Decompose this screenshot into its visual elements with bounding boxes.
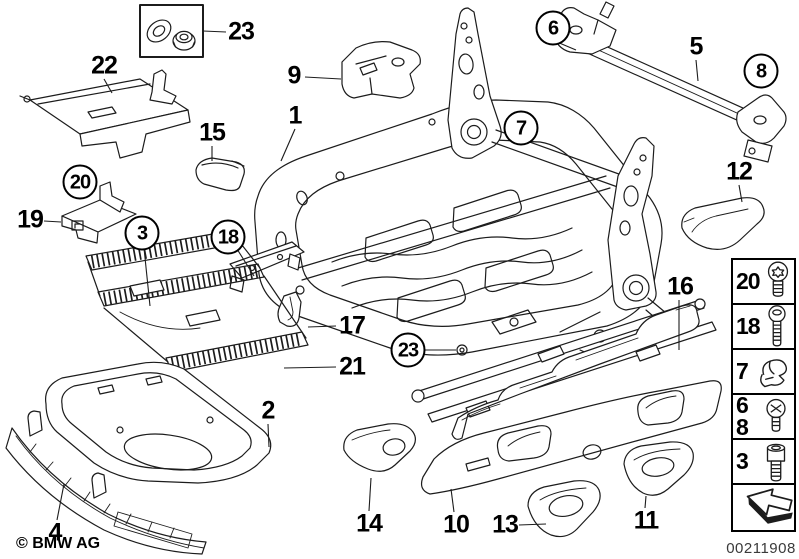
callout-22[interactable]: 22 <box>91 51 118 80</box>
callout-2[interactable]: 2 <box>261 396 276 425</box>
callout-circled-18[interactable]: 18 <box>210 219 246 255</box>
callout-16[interactable]: 16 <box>667 272 694 301</box>
leader-line-14 <box>368 477 372 512</box>
callout-23[interactable]: 23 <box>228 17 255 46</box>
sidebar-cell-labels: 18 <box>736 312 761 339</box>
part-4-front-trim <box>5 410 207 555</box>
sidebar-part-number: 18 <box>736 312 761 339</box>
callout-4[interactable]: 4 <box>48 518 63 547</box>
part-10-side-panel <box>420 380 722 495</box>
callout-21[interactable]: 21 <box>339 352 366 381</box>
leader-line-10 <box>450 488 455 513</box>
part-15-cap <box>195 157 245 192</box>
callout-15[interactable]: 15 <box>199 118 226 147</box>
leader-line-13 <box>518 523 547 526</box>
sidebar-part-number: 6 <box>736 392 749 419</box>
leader-line-2 <box>267 423 270 448</box>
sidebar-cell-labels: 20 <box>736 267 761 294</box>
part-2-seat-pan <box>44 361 272 484</box>
part-13-cover <box>527 480 601 538</box>
leader-line-22 <box>103 78 113 94</box>
callout-5[interactable]: 5 <box>689 32 704 61</box>
part-5-crossbar <box>553 1 787 163</box>
leader-line-23 <box>202 30 227 33</box>
part-14-cover <box>343 423 416 472</box>
callout-17[interactable]: 17 <box>339 311 366 340</box>
part-17-hook <box>277 291 302 327</box>
callout-13[interactable]: 13 <box>492 510 519 539</box>
callout-1[interactable]: 1 <box>288 101 303 130</box>
callout-19[interactable]: 19 <box>17 205 44 234</box>
leader-line-1 <box>280 128 296 162</box>
leader-line-19 <box>43 220 62 223</box>
part-9-bracket <box>341 41 421 99</box>
sidebar-cell-labels: 3 <box>736 447 749 474</box>
button-head-screw-icon <box>761 261 795 303</box>
leader-line-11 <box>644 495 647 509</box>
direction-arrow-icon <box>736 487 794 529</box>
sidebar-part-number: 3 <box>736 447 749 474</box>
callout-circled-23[interactable]: 23 <box>390 332 426 368</box>
part-22-bracket <box>19 69 191 159</box>
sidebar-cell-labels: 7 <box>736 357 749 384</box>
leader-line-12 <box>738 184 743 203</box>
socket-bolt-icon <box>759 440 793 484</box>
phillips-screw-icon <box>759 397 793 437</box>
leader-line-21 <box>283 366 337 369</box>
sidebar-part-number: 8 <box>736 413 749 440</box>
leader-line-18 <box>236 248 255 277</box>
cable-clip-icon <box>753 352 793 392</box>
callout-11[interactable]: 11 <box>633 506 659 535</box>
bmw-copyright: © BMW AG <box>16 535 101 552</box>
callout-circled-6[interactable]: 6 <box>535 10 571 46</box>
leader-line-9 <box>304 76 342 80</box>
leader-line-3 <box>143 247 151 307</box>
leader-line-5 <box>695 59 699 82</box>
part-1-backrest-plates <box>447 7 673 330</box>
callout-circled-7[interactable]: 7 <box>503 110 539 146</box>
sidebar-part-number: 20 <box>736 267 761 294</box>
part-23-washer-nut-inset <box>139 4 204 58</box>
callout-14[interactable]: 14 <box>356 509 383 538</box>
callout-circled-8[interactable]: 8 <box>743 53 779 89</box>
part-19-bracket <box>61 181 137 244</box>
callout-circled-20[interactable]: 20 <box>62 164 98 200</box>
leader-line-17 <box>307 325 337 328</box>
part-11-cover <box>623 441 694 496</box>
part-1-spring-mechanism <box>297 175 621 357</box>
sidebar-cell-20[interactable]: 20 <box>733 260 794 305</box>
callout-circled-3[interactable]: 3 <box>124 215 160 251</box>
part-12-cover <box>681 197 765 250</box>
leader-line-4 <box>56 483 65 521</box>
callout-10[interactable]: 10 <box>443 510 470 539</box>
sidebar-cell-7[interactable]: 7 <box>733 350 794 395</box>
sidebar-cell-3[interactable]: 3 <box>733 440 794 485</box>
callout-12[interactable]: 12 <box>726 157 753 186</box>
callout-9[interactable]: 9 <box>287 61 302 90</box>
long-screw-icon <box>761 304 793 349</box>
diagram-number: 00211908 <box>726 540 796 557</box>
sidebar-cell-18[interactable]: 18 <box>733 304 794 350</box>
part-18-rail-bracket <box>229 241 305 293</box>
part-16-rail-trim <box>451 304 700 440</box>
sidebar-part-number: 7 <box>736 357 749 384</box>
sidebar-cell-arrow[interactable] <box>733 485 794 530</box>
